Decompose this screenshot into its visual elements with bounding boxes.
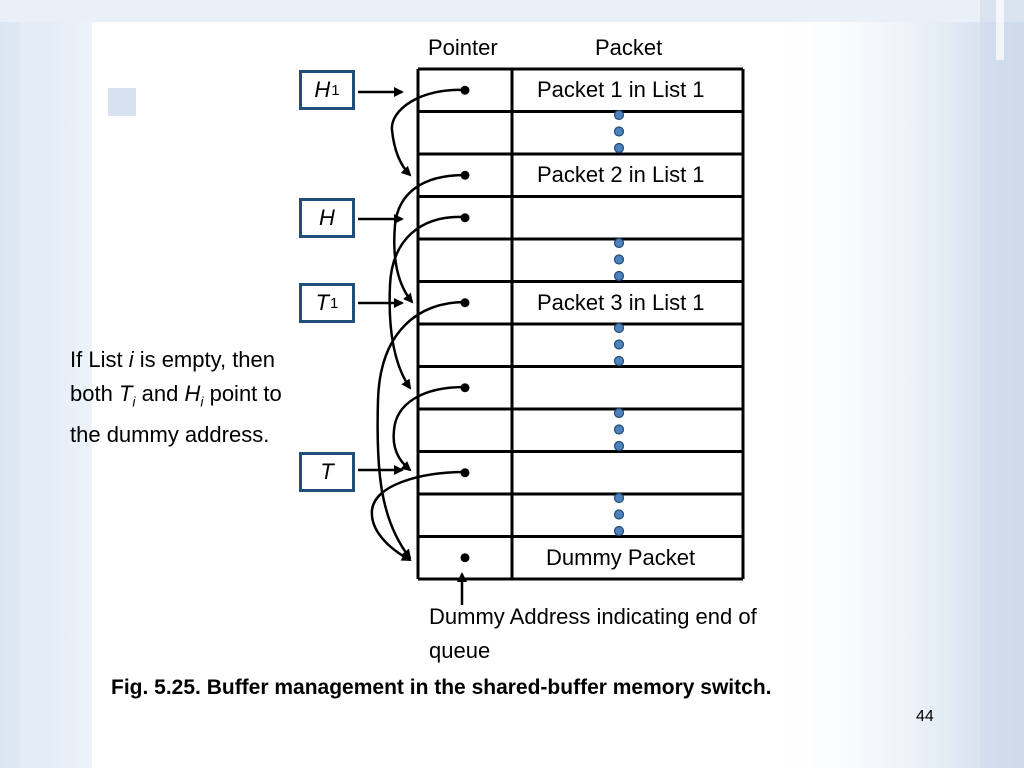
link-row4-row8 [388, 215, 466, 390]
link-row11-row12 [370, 470, 466, 562]
continuation-dot [613, 440, 625, 452]
link-row1-row3 [390, 88, 466, 177]
continuation-dot [613, 237, 625, 249]
continuation-dot [613, 407, 625, 419]
pointer-column-header: Pointer [428, 35, 498, 60]
continuation-dot [613, 270, 625, 282]
continuation-dot [613, 355, 625, 367]
pointer-dot [460, 553, 470, 563]
continuation-dot [613, 109, 625, 121]
packet-column-header: Packet [595, 35, 663, 60]
packet-label: Dummy Packet [546, 544, 696, 570]
page-number: 44 [916, 708, 934, 725]
empty-list-note: If List i is empty, then both Ti and Hi … [70, 347, 282, 448]
t-pointer-box: T [299, 452, 355, 492]
continuation-dot [613, 254, 625, 265]
h1-letter: H [314, 77, 331, 102]
dummy-address-label: Dummy Address indicating end of queue [429, 604, 757, 663]
continuation-dot [613, 424, 625, 435]
continuation-dot [613, 525, 625, 537]
continuation-dot [613, 126, 625, 137]
t-letter: T [320, 459, 334, 484]
h-letter: H [319, 205, 335, 230]
pointer-dot [460, 85, 470, 95]
t1-letter: T [315, 290, 330, 315]
packet-label: Packet 2 in List 1 [537, 162, 705, 187]
continuation-dot [613, 509, 625, 520]
packet-label: Packet 1 in List 1 [537, 77, 705, 102]
t1-subscript: 1 [330, 294, 339, 312]
continuation-dot [613, 142, 625, 154]
continuation-dot [613, 339, 625, 350]
h1-subscript: 1 [331, 81, 340, 99]
continuation-dots [613, 109, 625, 537]
link-row6-row12 [376, 300, 466, 560]
pointer-dot [460, 213, 470, 223]
link-row8-row11 [392, 385, 466, 472]
packet-label: Packet 3 in List 1 [537, 289, 705, 315]
figure-caption: Fig. 5.25. Buffer management in the shar… [111, 676, 772, 699]
h-pointer-box: H [299, 198, 355, 238]
link-row3-row6 [393, 173, 466, 304]
link-arrows [358, 87, 467, 605]
continuation-dot [613, 492, 625, 504]
continuation-dot [613, 322, 625, 334]
buffer-table [416, 67, 745, 581]
